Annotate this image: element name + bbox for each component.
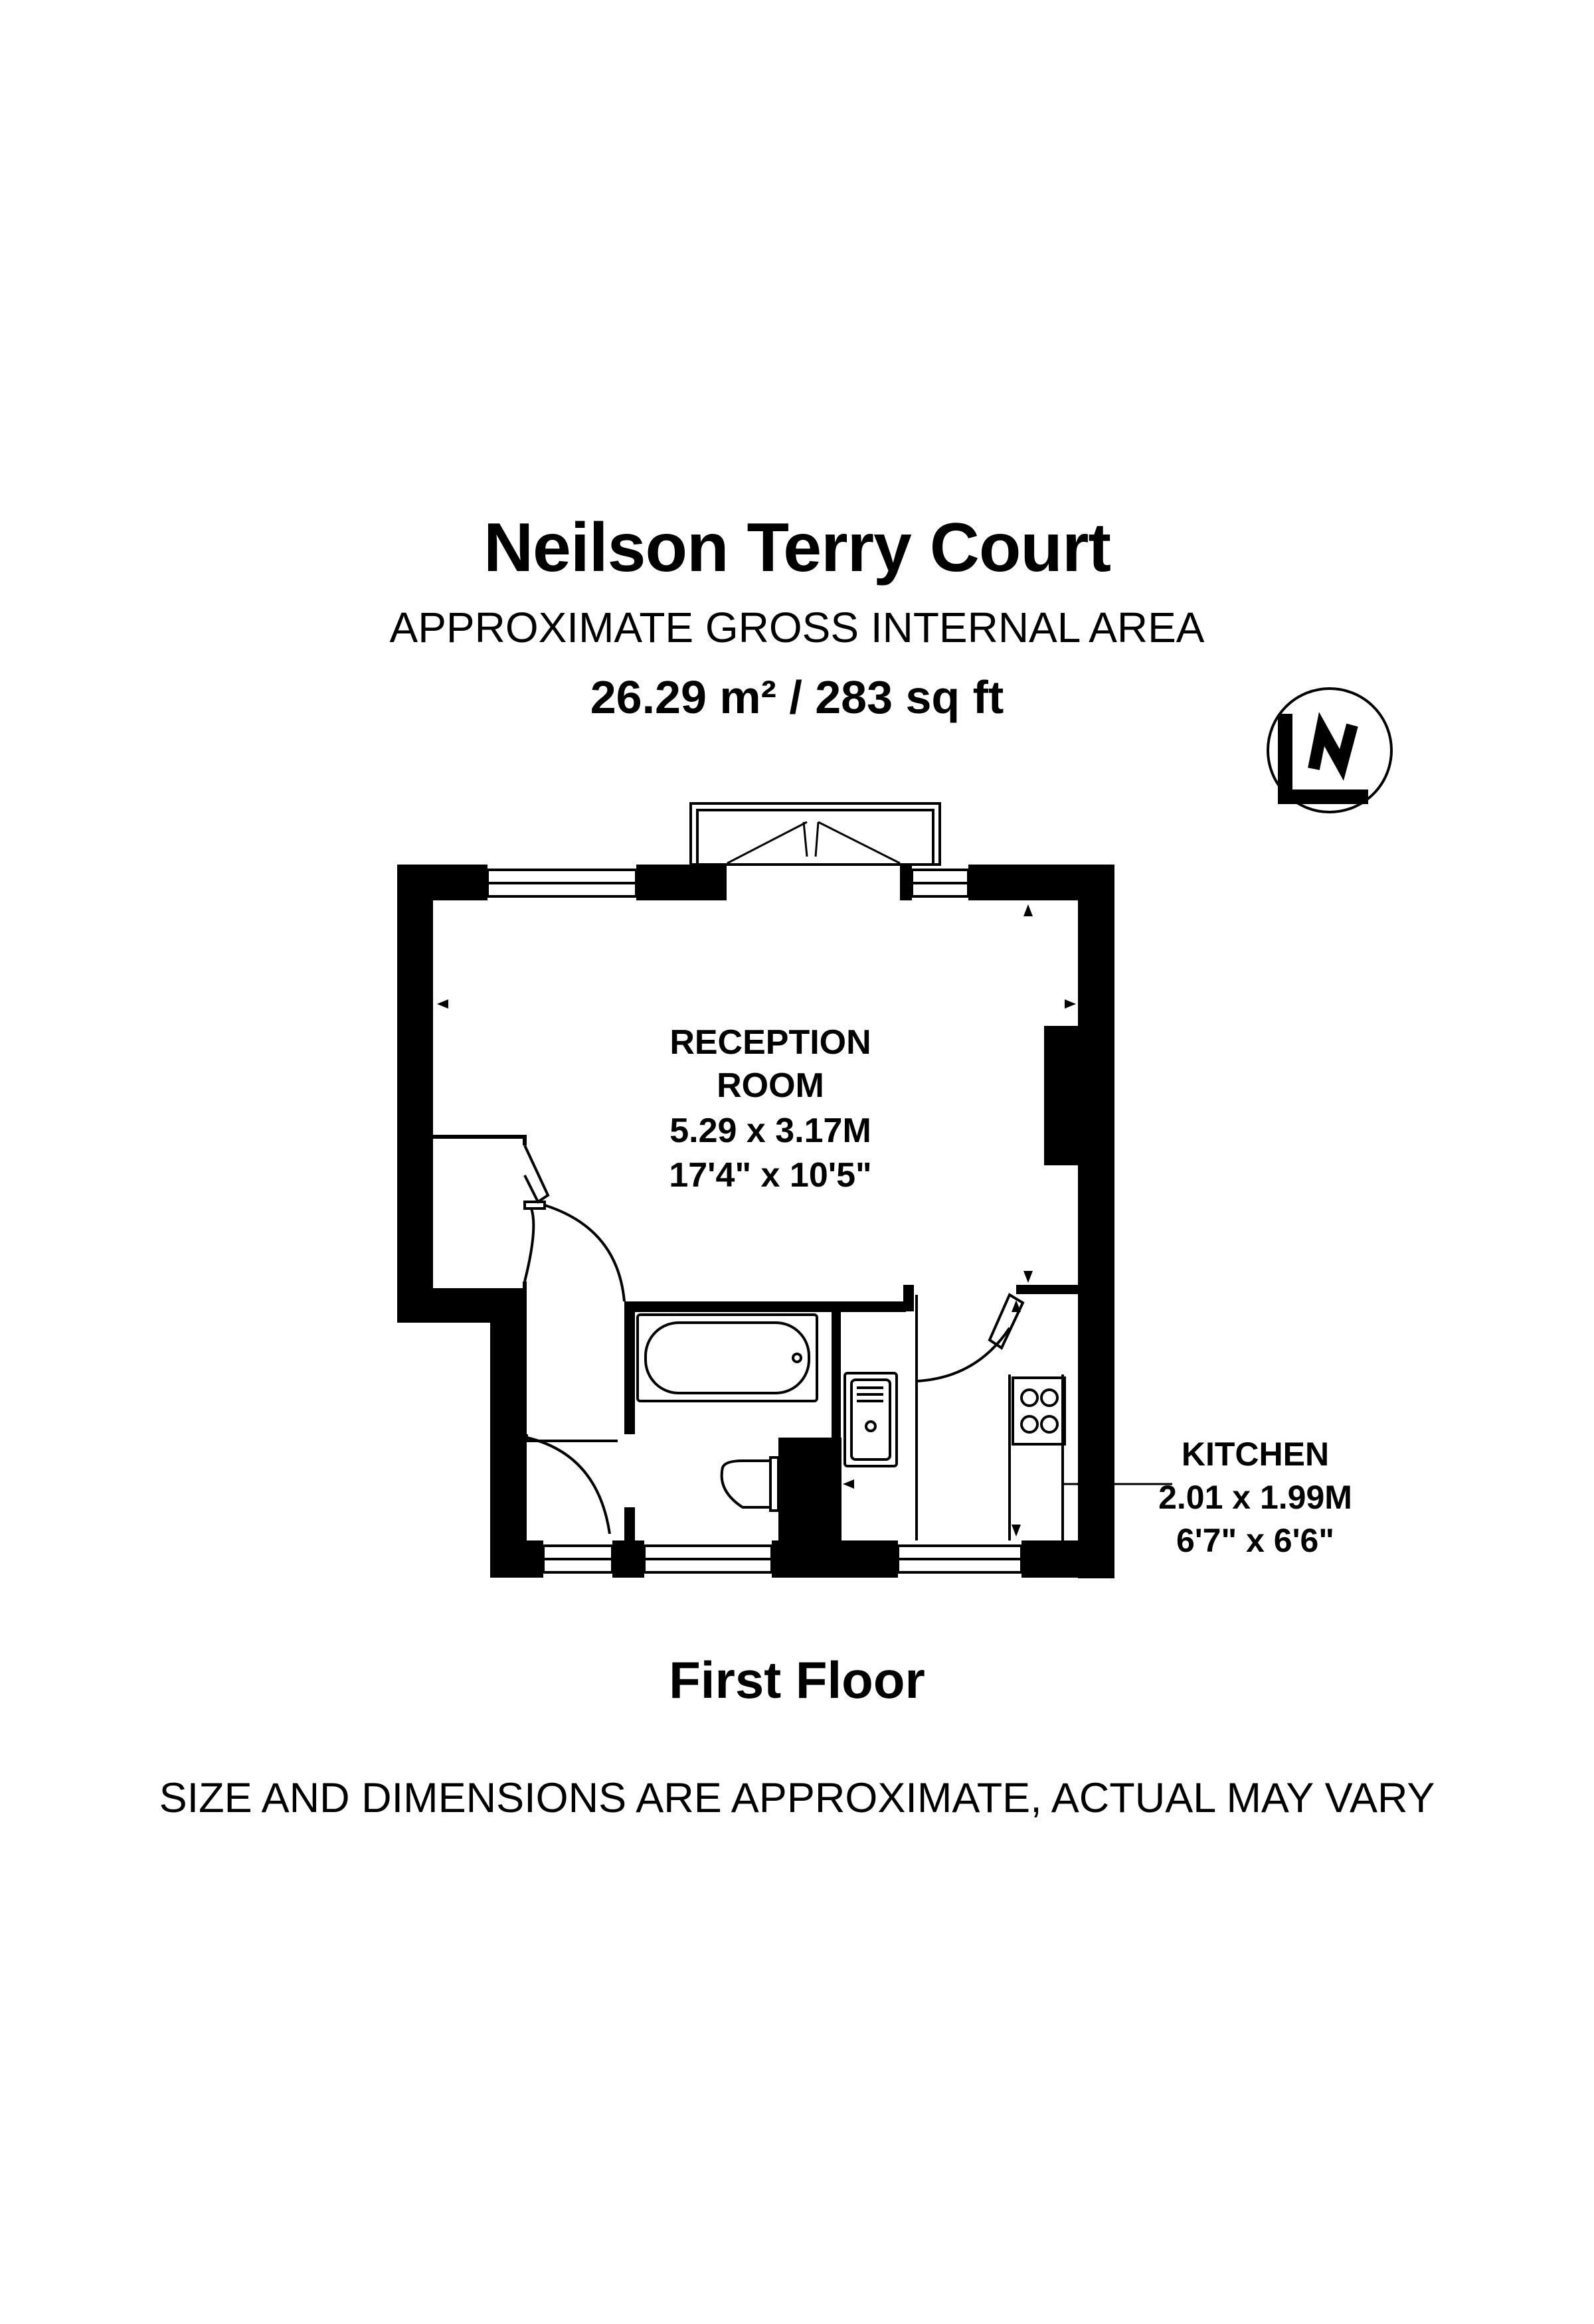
disclaimer-text: SIZE AND DIMENSIONS ARE APPROXIMATE, ACT… <box>159 1775 1435 1821</box>
bath-tub <box>636 1313 818 1402</box>
cupboard <box>433 1135 527 1288</box>
balcony <box>689 802 941 866</box>
reception-name-line2: ROOM <box>717 1066 824 1105</box>
doors <box>523 1145 1025 1540</box>
sink <box>843 1372 898 1467</box>
kitchen-worktop <box>1008 1374 1064 1540</box>
reception-imperial-size: 17'4" x 10'5" <box>669 1156 871 1195</box>
french-door <box>727 821 901 865</box>
page-title: Neilson Terry Court <box>483 509 1111 586</box>
kitchen-metric-size: 2.01 x 1.99M <box>1158 1479 1352 1516</box>
windows <box>486 869 1023 1574</box>
measurement-arrows <box>437 904 1086 1536</box>
toilet <box>720 1456 780 1512</box>
reception-metric-size: 5.29 x 3.17M <box>669 1112 871 1150</box>
reception-room-label: RECEPTION ROOM 5.29 x 3.17M 17'4" x 10'5… <box>669 1023 871 1195</box>
kitchen-name: KITCHEN <box>1182 1436 1329 1473</box>
gross-internal-area: 26.29 m² / 283 sq ft <box>590 671 1004 723</box>
kitchen-imperial-size: 6'7" x 6'6" <box>1176 1522 1334 1559</box>
floor-label: First Floor <box>669 1651 925 1709</box>
north-arrow-icon <box>1267 687 1393 813</box>
area-subtitle: APPROXIMATE GROSS INTERNAL AREA <box>389 604 1205 651</box>
reception-name-line1: RECEPTION <box>669 1023 871 1062</box>
hob <box>1012 1376 1066 1446</box>
walls <box>397 865 1114 1578</box>
kitchen-label: KITCHEN 2.01 x 1.99M 6'7" x 6'6" <box>1158 1436 1352 1559</box>
